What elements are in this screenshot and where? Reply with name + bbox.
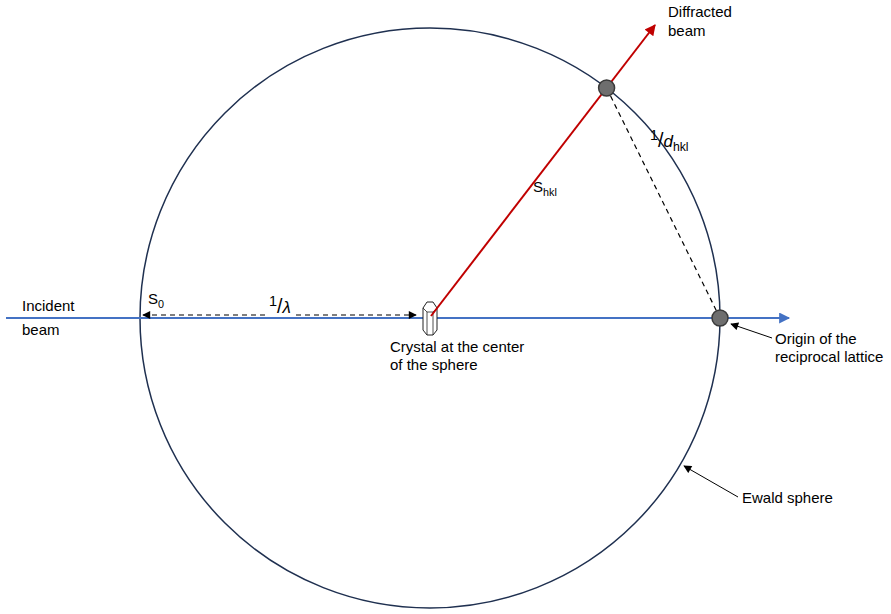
text-label: Diffracted beam <box>668 2 753 40</box>
text-label: Origin of the reciprocal lattice <box>775 330 887 366</box>
fraction-numerator: 1 <box>650 127 658 143</box>
symbol-letter: S <box>533 178 543 195</box>
text-label: Crystal at the center of the sphere <box>390 338 535 374</box>
reciprocal-vector <box>607 88 720 318</box>
fraction-slash: / <box>658 129 663 151</box>
subscript: hkl <box>673 140 689 154</box>
length-label: 1/dhkl <box>650 126 689 156</box>
text-label: Ewald sphere <box>742 489 833 507</box>
label-box: Ewald sphere <box>742 489 833 507</box>
symbol-letter: S <box>148 290 158 307</box>
origin-point <box>712 310 728 326</box>
label-box: 1/λ <box>266 292 294 317</box>
label-box: Crystal at the center of the sphere <box>390 338 535 374</box>
label-box: Shkl <box>533 178 557 201</box>
fraction-slash: / <box>277 295 282 317</box>
vector-label: Shkl <box>533 178 557 201</box>
label-box: 1/dhkl <box>650 126 689 156</box>
vector-label: S0 <box>148 290 164 313</box>
diffracted-beam-line <box>431 25 655 316</box>
incident-beam-line <box>6 317 789 319</box>
crystal-icon <box>423 302 437 335</box>
fraction-numerator: 1 <box>269 293 277 309</box>
subscript: hkl <box>543 186 557 198</box>
fraction-denominator: d <box>663 132 672 151</box>
reciprocal-point <box>599 80 615 96</box>
subscript: 0 <box>158 298 164 310</box>
fraction-denominator: λ <box>282 298 290 317</box>
label-box: S0 <box>148 290 164 313</box>
label-box: Diffracted beam <box>668 2 753 40</box>
label-box: Incident beam <box>22 294 88 342</box>
length-label: 1/λ <box>266 292 294 317</box>
leader-line <box>731 324 772 338</box>
label-box: Origin of the reciprocal lattice <box>775 330 887 366</box>
leader-line <box>684 466 738 497</box>
text-label: Incident beam <box>22 294 88 342</box>
